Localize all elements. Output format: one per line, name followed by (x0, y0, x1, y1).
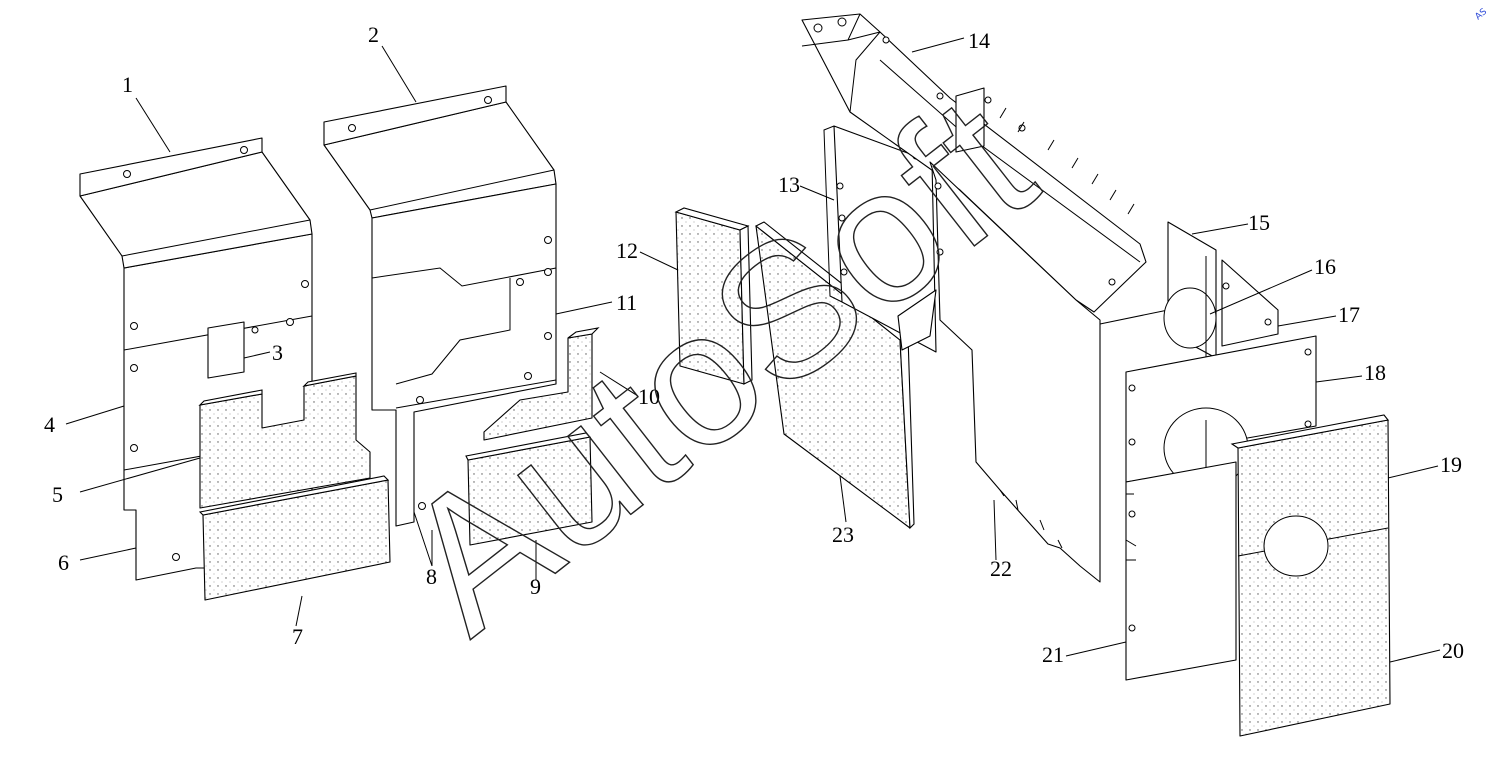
callout-16: 16 (1314, 254, 1336, 279)
part-17-plate (1221, 259, 1279, 347)
part-9-foam (465, 432, 593, 546)
part-19-20-foam (1230, 414, 1391, 737)
callout-15: 15 (1248, 210, 1270, 235)
callout-11: 11 (616, 290, 637, 315)
callout-23: 23 (832, 522, 854, 547)
callout-14: 14 (968, 28, 990, 53)
callout-2: 2 (368, 22, 379, 47)
callout-7: 7 (292, 624, 303, 649)
part-1-cover (79, 137, 313, 269)
callout-9: 9 (530, 574, 541, 599)
part-14-duct (801, 13, 1147, 313)
callout-12: 12 (616, 238, 638, 263)
leader-lines (65, 37, 1441, 663)
callout-13: 13 (778, 172, 800, 197)
callout-1: 1 (122, 72, 133, 97)
part-7-foam (198, 475, 391, 601)
callout-3: 3 (272, 340, 283, 365)
callout-10: 10 (638, 384, 660, 409)
part-15-plate (1163, 221, 1217, 360)
callout-17: 17 (1338, 302, 1360, 327)
callout-labels: 1 2 3 4 5 6 7 8 9 10 11 12 13 14 15 16 1… (44, 22, 1464, 667)
callout-20: 20 (1442, 638, 1464, 663)
callout-21: 21 (1042, 642, 1064, 667)
callout-6: 6 (58, 550, 69, 575)
callout-8: 8 (426, 564, 437, 589)
corner-logo: AS (1474, 7, 1490, 22)
callout-19: 19 (1440, 452, 1462, 477)
corner-logo-text: AS (1474, 7, 1490, 22)
part-11-panel (371, 183, 557, 527)
callout-18: 18 (1364, 360, 1386, 385)
part-10-foam (483, 327, 600, 441)
callout-22: 22 (990, 556, 1012, 581)
part-21-panel (1125, 461, 1237, 681)
callout-5: 5 (52, 482, 63, 507)
part-22-panel (929, 161, 1169, 583)
part-12-foam (674, 207, 753, 385)
part-5-foam (198, 372, 371, 509)
callout-4: 4 (44, 412, 55, 437)
part-2-cover (323, 85, 557, 219)
